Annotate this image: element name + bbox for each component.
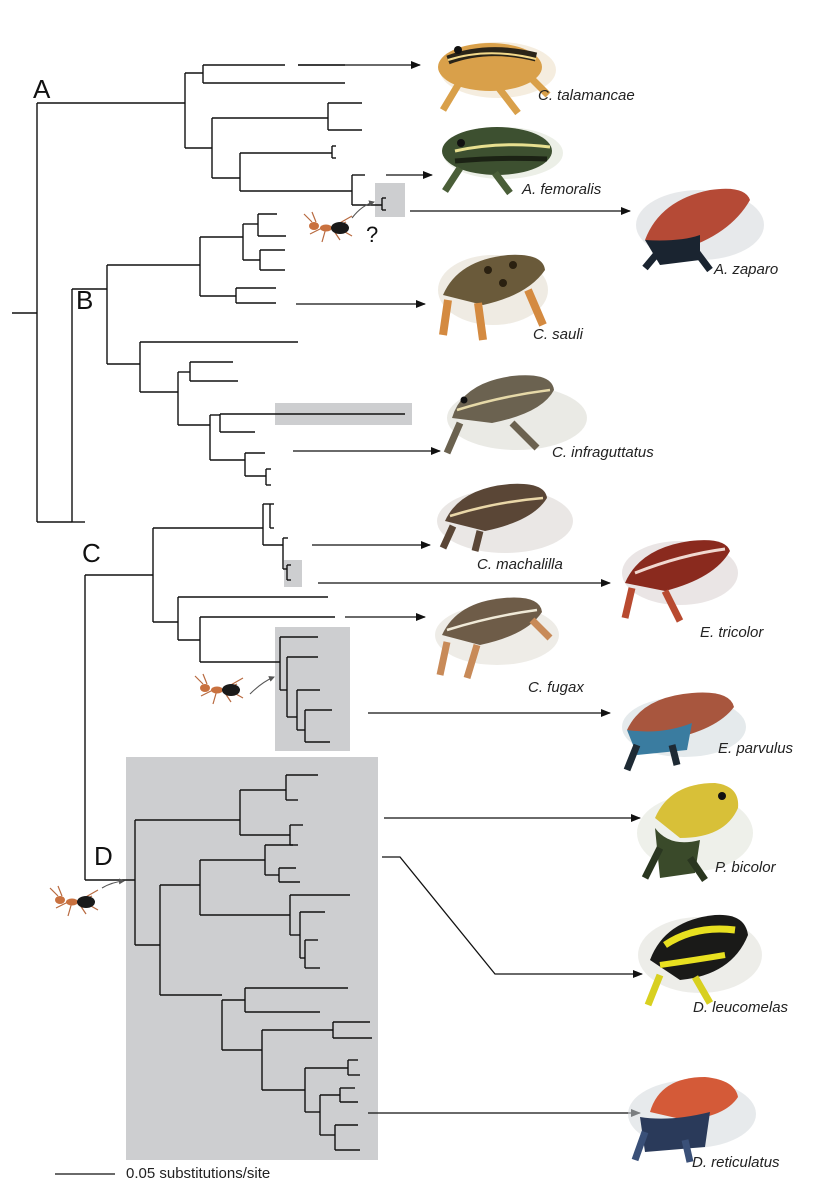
frog-photo-tricolor bbox=[622, 540, 738, 621]
species-label-fugax: C. fugax bbox=[528, 680, 584, 695]
clade-label-a: A bbox=[33, 76, 50, 102]
highlight-box-zaparo bbox=[375, 183, 405, 217]
species-label-reticulatus: D. reticulatus bbox=[692, 1155, 780, 1170]
species-label-leucomelas: D. leucomelas bbox=[693, 1000, 788, 1015]
clade-label-d: D bbox=[94, 843, 113, 869]
species-label-parvulus: E. parvulus bbox=[718, 741, 793, 756]
scale-bar-label: 0.05 substitutions/site bbox=[126, 1166, 270, 1181]
frog-photo-machalilla bbox=[437, 484, 573, 553]
ant-icon bbox=[304, 212, 352, 242]
frog-photo-fugax bbox=[435, 598, 559, 678]
species-label-talamancae: C. talamancae bbox=[538, 88, 635, 103]
frog-photo-leucomelas bbox=[638, 915, 762, 1005]
arrow-leucomelas bbox=[382, 857, 642, 974]
frog-photo-sauli bbox=[438, 255, 548, 340]
species-label-zaparo: A. zaparo bbox=[714, 262, 778, 277]
ant-icon bbox=[50, 886, 98, 916]
question-mark: ? bbox=[366, 224, 378, 246]
frog-photo-zaparo bbox=[636, 189, 764, 270]
clade-label-c: C bbox=[82, 540, 101, 566]
clade-label-b: B bbox=[76, 287, 93, 313]
highlight-box-parvulus bbox=[275, 627, 350, 751]
species-label-bicolor: P. bicolor bbox=[715, 860, 776, 875]
species-label-femoralis: A. femoralis bbox=[522, 182, 601, 197]
species-label-tricolor: E. tricolor bbox=[700, 625, 763, 640]
frog-photo-reticulatus bbox=[628, 1077, 756, 1162]
species-label-infraguttatus: C. infraguttatus bbox=[552, 445, 654, 460]
species-label-machalilla: C. machalilla bbox=[477, 557, 563, 572]
ant-icon bbox=[195, 674, 243, 704]
frog-photo-infraguttatus bbox=[447, 375, 587, 453]
highlight-boxes bbox=[126, 183, 412, 1160]
species-label-sauli: C. sauli bbox=[533, 327, 583, 342]
frog-photo-parvulus bbox=[622, 693, 746, 770]
